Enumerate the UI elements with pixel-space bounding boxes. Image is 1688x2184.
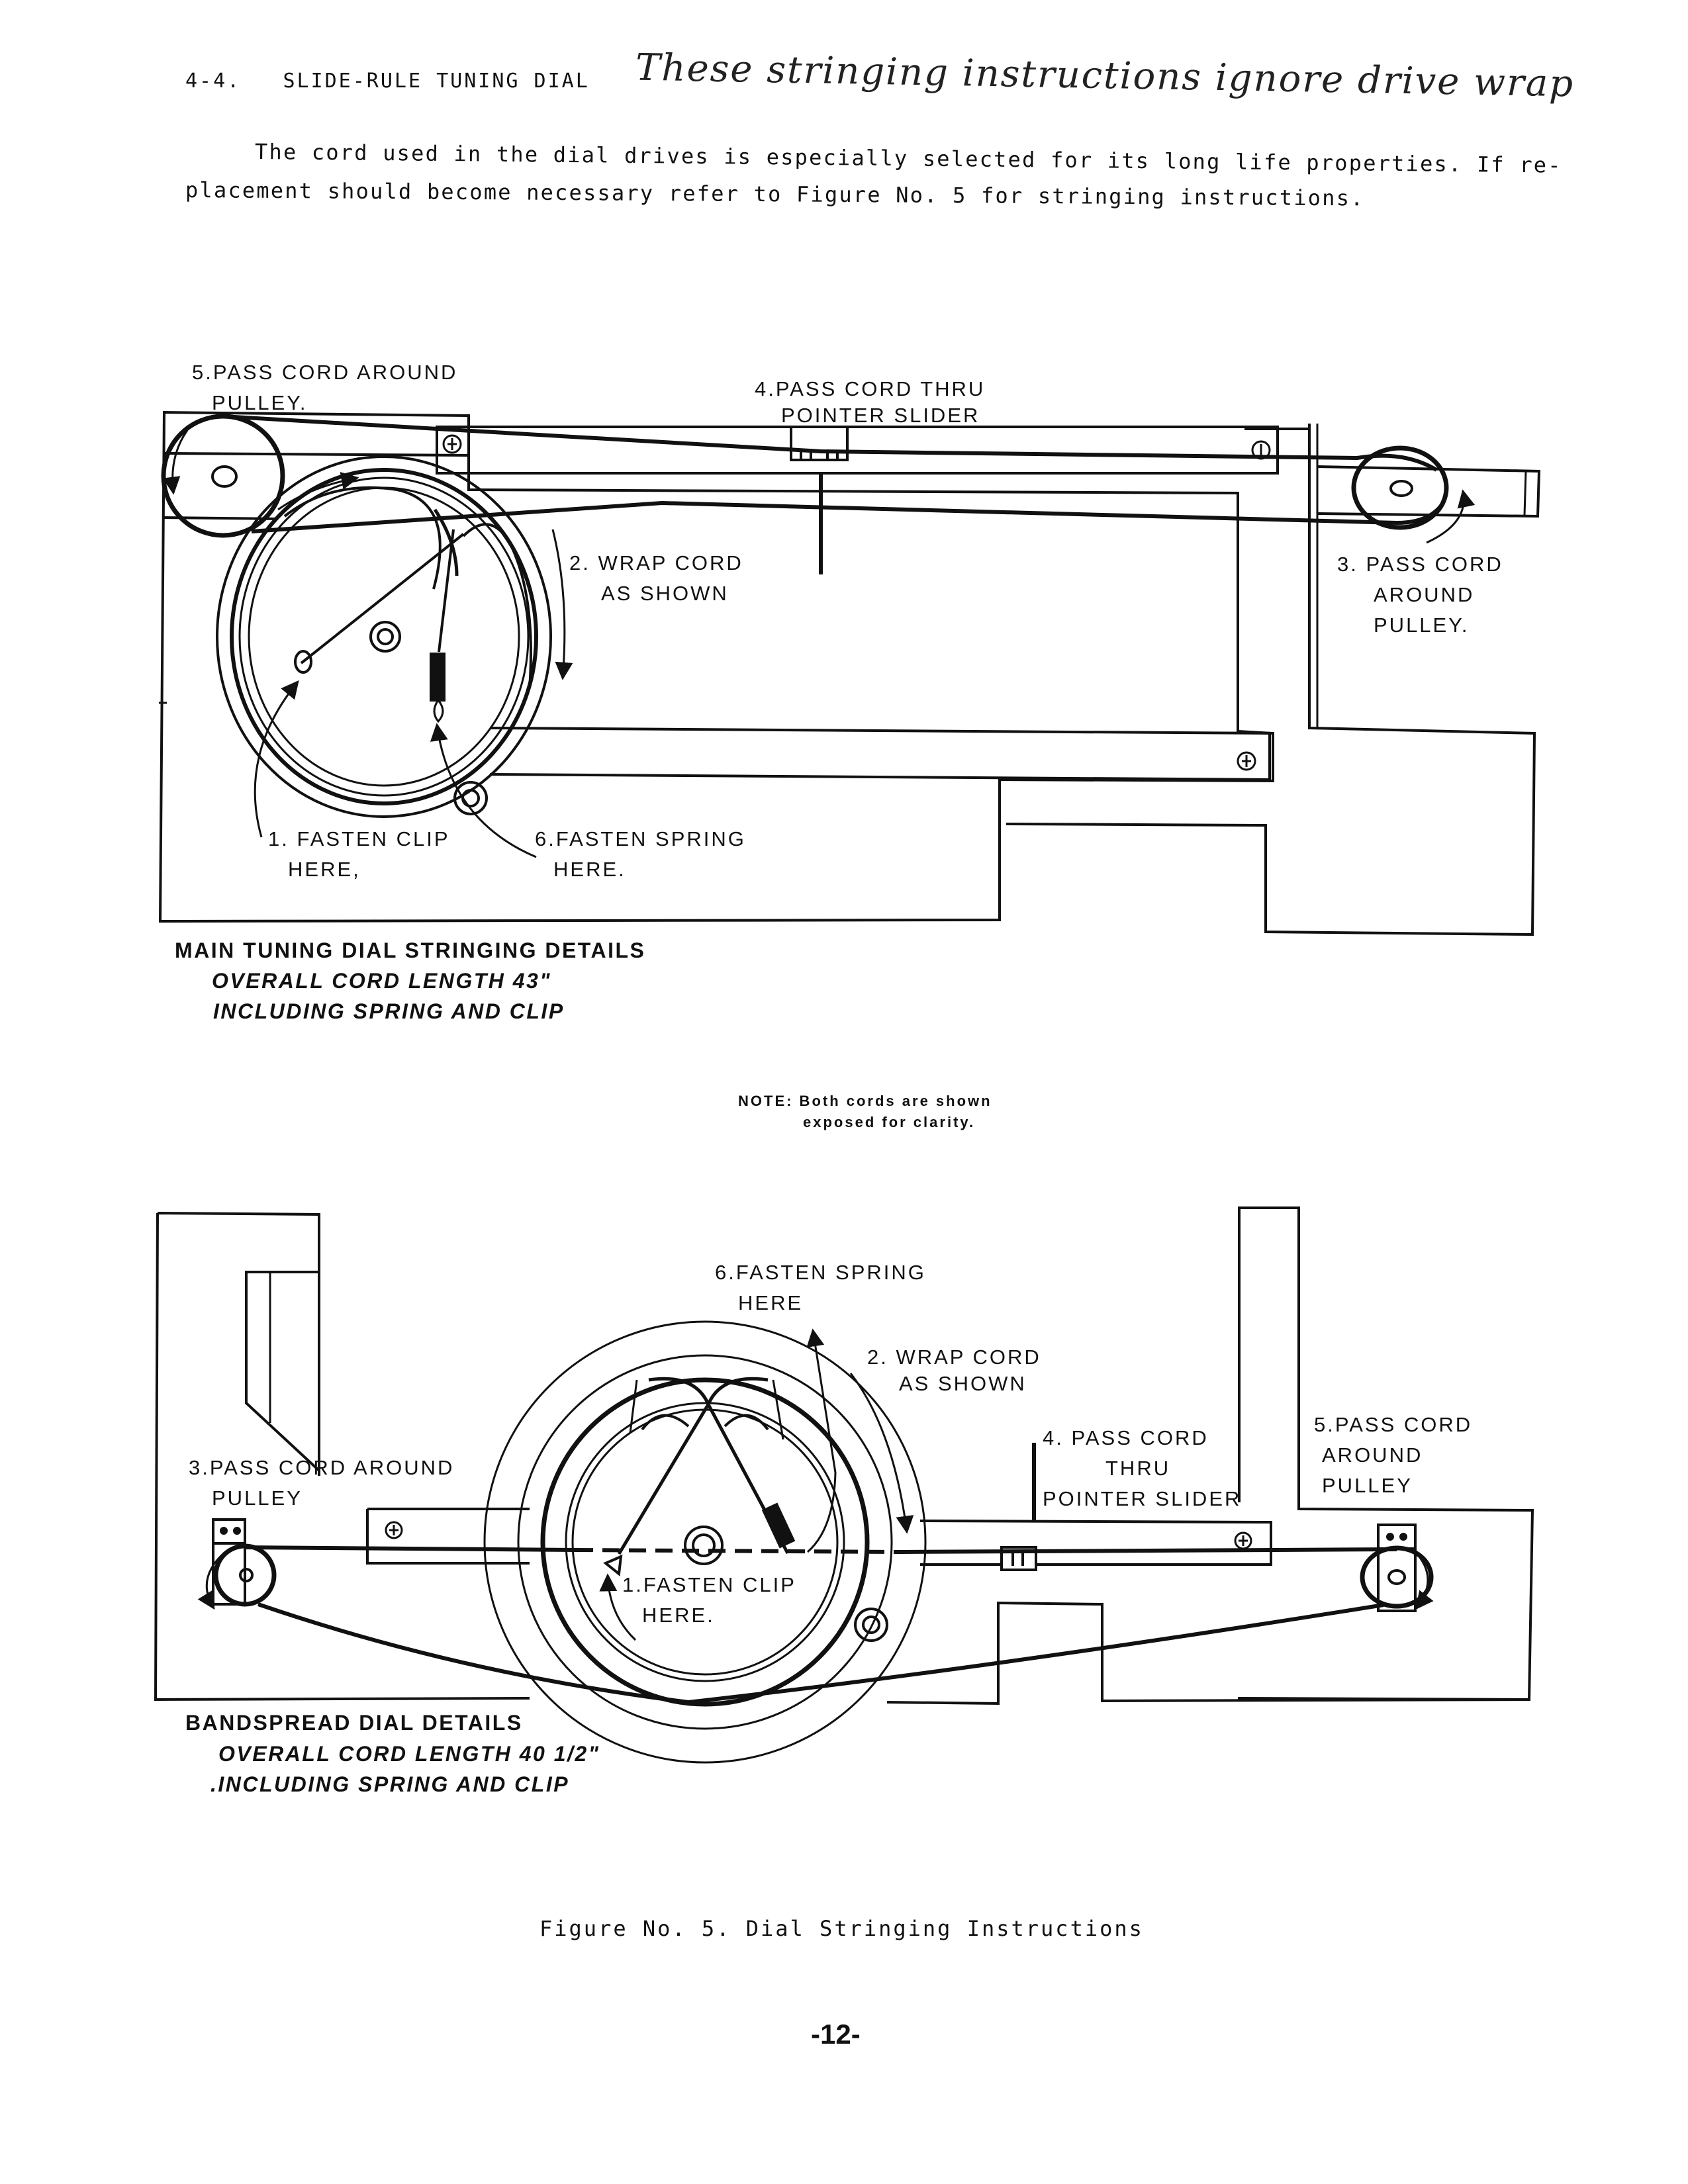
main-spring-leader	[430, 723, 537, 858]
main-wrap-arrow-top	[277, 472, 359, 511]
bs-step4-label: 4. PASS CORD THRU POINTER SLIDER	[1043, 1426, 1242, 1510]
bs-step1-label: 1.FASTEN CLIP HERE.	[622, 1573, 796, 1627]
main-cord-clip	[294, 650, 312, 674]
main-step6-label: 6.FASTEN SPRING HERE.	[535, 827, 746, 881]
main-clip-leader	[254, 680, 299, 838]
bs-idler-pulley	[854, 1608, 888, 1642]
page-number: -12-	[811, 2019, 861, 2050]
main-step5-label: 5.PASS CORD AROUND PULLEY.	[192, 361, 458, 414]
bs-inner-panel	[245, 1271, 320, 1472]
main-lower-bar-screw	[1237, 751, 1256, 771]
main-dial-caption-title: MAIN TUNING DIAL STRINGING DETAILS	[175, 938, 646, 962]
main-chassis-right	[1006, 424, 1536, 936]
main-right-pulley-bracket	[1244, 428, 1541, 518]
bandspread-dial-diagram	[154, 1206, 1534, 1764]
main-dial-cord-length: OVERALL CORD LENGTH 43"	[212, 969, 552, 993]
main-step4-label: 4.PASS CORD THRU POINTER SLIDER	[755, 377, 986, 427]
main-chassis-outline	[158, 410, 1274, 923]
main-spring	[430, 653, 445, 702]
main-left-pulley-arrow	[162, 430, 189, 495]
figure-caption: Figure No. 5. Dial Stringing Instruction…	[539, 1916, 1144, 1941]
main-right-pulley-arrow	[1426, 489, 1476, 544]
main-wrap-arrow-right	[551, 529, 573, 680]
main-pointer-slider	[790, 426, 849, 461]
main-lower-bar	[489, 727, 1271, 782]
main-cord-clip-run	[300, 533, 465, 664]
bs-rail-left	[366, 1508, 530, 1565]
bs-cord-bottom-right	[688, 1603, 1384, 1704]
main-step1-label: 1. FASTEN CLIP HERE,	[268, 827, 450, 881]
bs-cord-top	[244, 1545, 577, 1552]
bs-chassis-step	[886, 1601, 1530, 1706]
main-right-pulley	[1351, 445, 1449, 530]
bs-left-pulley-arrow	[197, 1551, 226, 1610]
bs-clip-leader	[599, 1573, 637, 1641]
bs-dial-cord-length: OVERALL CORD LENGTH 40 1/2"	[218, 1742, 600, 1766]
bs-wrap-arrow	[849, 1373, 914, 1534]
main-cord-wrap	[283, 486, 442, 590]
clarity-note: NOTE: Both cords are shown exposed for c…	[738, 1093, 992, 1130]
main-step2-label: 2. WRAP CORD AS SHOWN	[569, 551, 743, 605]
bs-rail-right	[919, 1520, 1272, 1566]
bs-step2-label: 2. WRAP CORD AS SHOWN	[867, 1345, 1041, 1395]
bs-chassis-left	[154, 1212, 530, 1702]
bs-spring	[761, 1502, 796, 1549]
bs-step3-label: 3.PASS CORD AROUND PULLEY	[189, 1456, 455, 1510]
bs-cord-clip	[603, 1554, 623, 1576]
bs-spring-leader	[806, 1328, 837, 1553]
main-cord-top	[222, 414, 1438, 472]
bs-cord-top-right	[900, 1547, 1397, 1554]
bs-rail-screw-left	[385, 1521, 403, 1539]
bs-rail-screw-right	[1234, 1531, 1252, 1550]
main-step3-label: 3. PASS CORD AROUND PULLEY.	[1337, 553, 1503, 637]
bs-cord-top-dashed	[575, 1548, 901, 1554]
main-dial-diagram	[158, 410, 1541, 936]
main-scale-rail	[436, 426, 1279, 475]
section-number: 4-4.	[185, 69, 242, 93]
bs-step6-label: 6.FASTEN SPRING HERE	[715, 1261, 926, 1314]
bs-right-pulley-bracket	[1377, 1524, 1417, 1612]
bs-left-pulley-bracket	[212, 1518, 246, 1606]
bs-right-pulley	[1360, 1545, 1434, 1609]
bs-step5-label: 5.PASS CORD AROUND PULLEY	[1314, 1413, 1473, 1497]
bs-dial-drum	[483, 1320, 927, 1764]
bs-cord-bottom-left	[258, 1602, 689, 1704]
bs-right-pulley-arrow	[1414, 1551, 1434, 1610]
main-dial-includes: INCLUDING SPRING AND CLIP	[213, 999, 565, 1023]
main-cord-bottom	[251, 500, 1445, 533]
section-title: SLIDE-RULE TUNING DIAL	[283, 69, 590, 93]
bs-dial-caption-title: BANDSPREAD DIAL DETAILS	[185, 1711, 523, 1735]
bs-cord-cross-right	[706, 1377, 790, 1555]
main-rail-screw-left	[442, 434, 462, 454]
bs-dial-includes: .INCLUDING SPRING AND CLIP	[211, 1772, 570, 1796]
section-heading: 4-4. SLIDE-RULE TUNING DIAL	[185, 69, 590, 93]
main-dial-drum	[216, 455, 552, 818]
bs-left-pulley	[213, 1543, 277, 1607]
